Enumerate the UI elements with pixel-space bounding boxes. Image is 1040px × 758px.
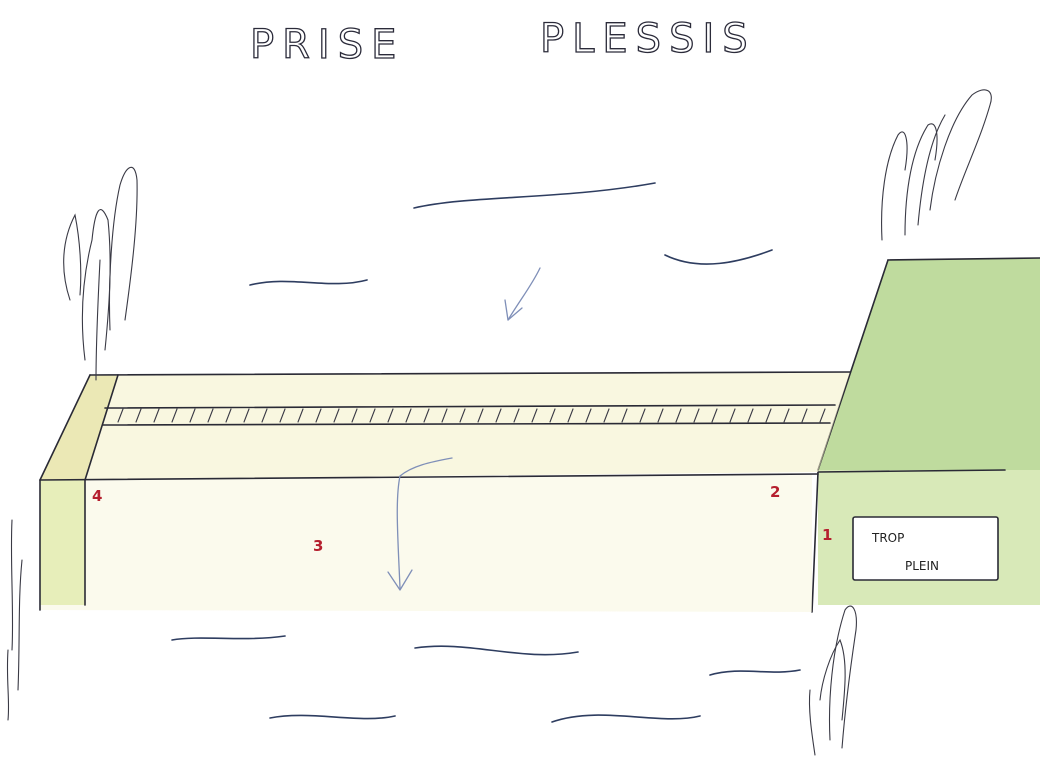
marker-3: 3 bbox=[313, 537, 323, 555]
trop-plein-line1: TROP bbox=[871, 531, 904, 545]
marker-2: 2 bbox=[770, 483, 780, 501]
trop-plein-line2: PLEIN bbox=[905, 559, 939, 573]
tree-group-left-bottom bbox=[7, 520, 22, 720]
marker-1: 1 bbox=[822, 526, 832, 544]
title-word-prise: PRISE bbox=[250, 22, 404, 68]
marker-4: 4 bbox=[92, 487, 102, 505]
tree-group-right-bottom bbox=[809, 606, 856, 755]
trop-plein-box: TROP PLEIN bbox=[853, 517, 998, 580]
weir-structure bbox=[40, 372, 850, 612]
tree-group-left bbox=[64, 167, 137, 380]
tree-group-right-top bbox=[882, 90, 992, 240]
flow-arrow-upstream bbox=[508, 268, 540, 320]
title-word-plessis: PLESSIS bbox=[540, 16, 756, 62]
